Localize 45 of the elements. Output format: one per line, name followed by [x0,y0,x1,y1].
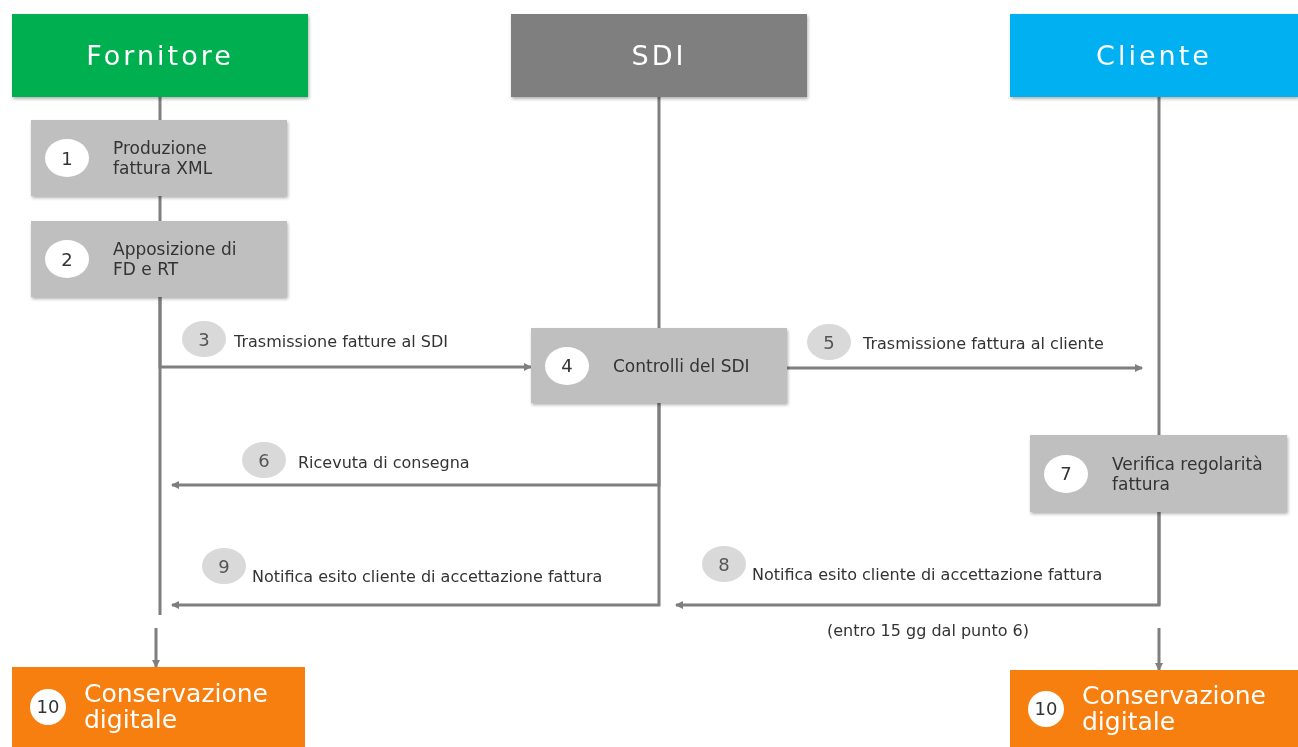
box-title: Conservazione digitale [1082,682,1267,735]
edge-label: Trasmissione fatture al SDI [234,332,448,351]
lane-header [1010,14,1298,97]
step-text: Apposizione di FD e RT [113,239,238,279]
storage-box [1010,670,1298,747]
edge-label: Notifica esito cliente di accettazione fattura [252,567,603,586]
arrow [152,628,160,668]
lifeline [1157,97,1161,435]
step-number: 9 [202,548,246,584]
edge-label: Ricevuta di consegna [298,453,470,472]
process-box [1030,435,1287,512]
box-title: Conservazione digitale [84,681,269,733]
lifeline [158,196,162,221]
edge-label: Notifica esito cliente di accettazione fattura [752,565,1103,584]
storage-box [12,667,305,747]
step-number: 2 [45,240,89,278]
step-number: 3 [182,321,226,357]
step-number: 6 [242,442,286,478]
step-number: 1 [45,139,89,177]
step-number: 5 [807,324,851,360]
arrow [158,297,532,371]
lane-title: Cliente [1096,40,1212,71]
arrow [787,364,1143,372]
step-number: 10 [1028,690,1064,727]
process-box [31,221,287,297]
lifeline [158,97,162,120]
edge-label: Trasmissione fattura al cliente [863,334,1104,353]
lane-header [12,14,308,97]
lane-header [511,14,807,97]
arrow [171,403,661,609]
lane-title: Fornitore [86,40,234,71]
lane-title: SDI [631,40,687,71]
process-box [531,328,787,403]
arrow [1155,628,1163,671]
step-text: Produzione fattura XML [113,138,214,178]
step-number: 10 [30,689,66,725]
note-text: (entro 15 gg dal punto 6) [827,621,1029,640]
process-box [31,120,287,196]
lifeline [657,97,661,328]
step-text: Controlli del SDI [613,355,750,376]
arrow [675,512,1161,609]
step-number: 8 [702,546,746,582]
step-number: 4 [545,346,589,385]
step-number: 7 [1044,454,1088,493]
step-text: Verifica regolarità fattura [1112,453,1264,494]
